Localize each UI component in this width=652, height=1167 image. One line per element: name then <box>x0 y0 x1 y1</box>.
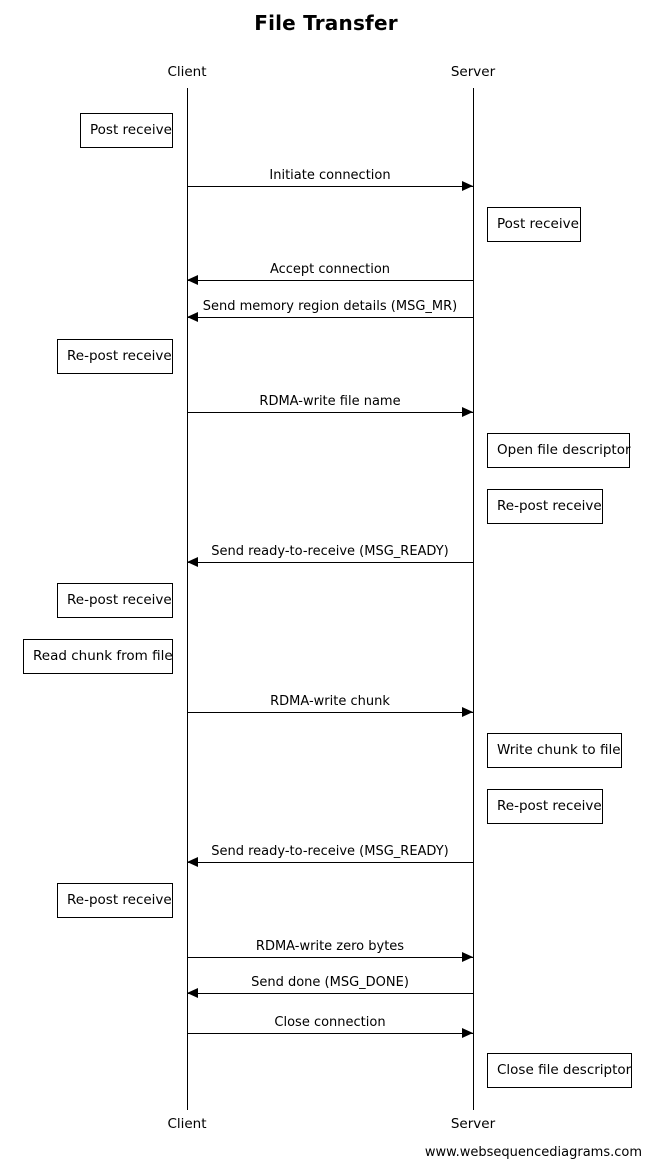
message-line <box>187 862 473 863</box>
message-label: RDMA-write chunk <box>270 694 390 709</box>
message-line <box>187 1033 473 1034</box>
arrowhead-left-icon <box>187 312 198 322</box>
message-line <box>187 993 473 994</box>
note-box: Post receive <box>487 207 581 242</box>
message-label: RDMA-write file name <box>259 394 401 409</box>
note-box: Close file descriptor <box>487 1053 632 1088</box>
actor-label-server-bottom: Server <box>450 1116 496 1132</box>
message-line <box>187 412 473 413</box>
lifeline-client <box>187 88 188 1110</box>
message-label: RDMA-write zero bytes <box>255 939 405 954</box>
footer-watermark: www.websequencediagrams.com <box>424 1145 642 1160</box>
message-label: Send ready-to-receive (MSG_READY) <box>211 844 449 859</box>
message-line <box>187 712 473 713</box>
note-box: Open file descriptor <box>487 433 631 468</box>
arrowhead-left-icon <box>187 988 198 998</box>
actor-label-client-bottom: Client <box>167 1116 207 1132</box>
message-label: Close connection <box>274 1015 386 1030</box>
note-box: Re-post receive <box>57 339 173 374</box>
actor-label-server-top: Server <box>450 64 496 80</box>
message-line <box>187 562 473 563</box>
note-box: Re-post receive <box>57 583 173 618</box>
arrowhead-left-icon <box>187 557 198 567</box>
arrowhead-right-icon <box>462 1028 473 1038</box>
note-box: Post receive <box>80 113 173 148</box>
note-box: Re-post receive <box>487 489 603 524</box>
message-line <box>187 280 473 281</box>
arrowhead-right-icon <box>462 707 473 717</box>
note-box: Re-post receive <box>57 883 173 918</box>
note-box: Write chunk to file <box>487 733 622 768</box>
message-label: Accept connection <box>269 262 391 277</box>
message-line <box>187 317 473 318</box>
note-box: Read chunk from file <box>23 639 173 674</box>
message-label: Send ready-to-receive (MSG_READY) <box>211 544 449 559</box>
arrowhead-left-icon <box>187 857 198 867</box>
arrowhead-left-icon <box>187 275 198 285</box>
actor-label-client-top: Client <box>167 64 207 80</box>
arrowhead-right-icon <box>462 407 473 417</box>
message-line <box>187 186 473 187</box>
arrowhead-right-icon <box>462 952 473 962</box>
message-label: Initiate connection <box>269 168 391 183</box>
message-line <box>187 957 473 958</box>
note-box: Re-post receive <box>487 789 603 824</box>
message-label: Send done (MSG_DONE) <box>251 975 409 990</box>
lifeline-server <box>473 88 474 1110</box>
arrowhead-right-icon <box>462 181 473 191</box>
page-title: File Transfer <box>254 11 398 35</box>
message-label: Send memory region details (MSG_MR) <box>202 299 458 314</box>
